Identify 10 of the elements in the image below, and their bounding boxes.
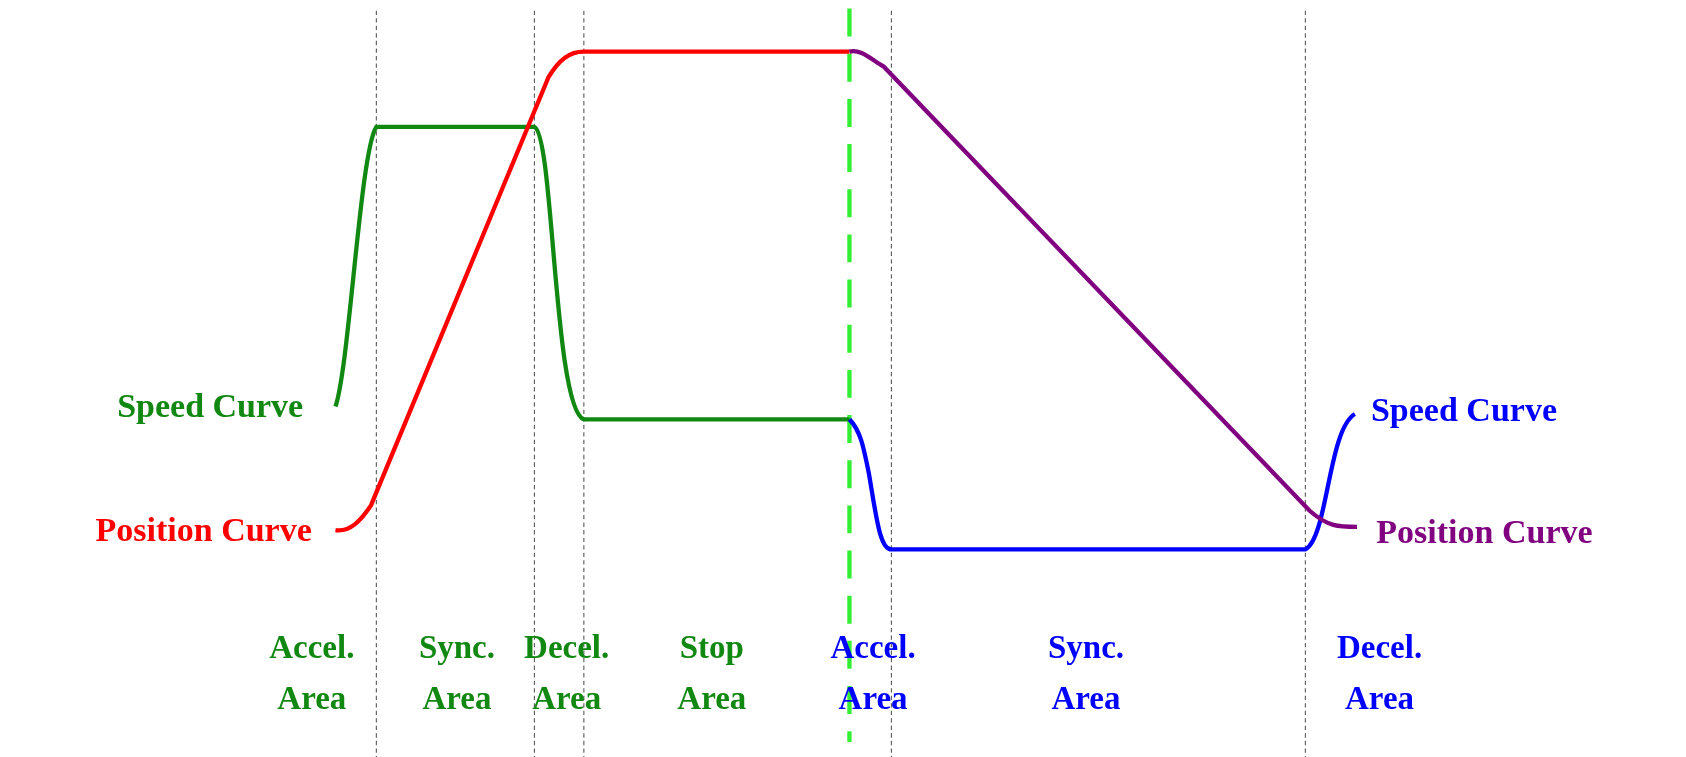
curve-label: Speed Curve xyxy=(117,386,304,427)
area-label: Stop Area xyxy=(676,627,748,719)
area-label: Decel. Area xyxy=(523,627,611,719)
area-label: Sync. Area xyxy=(1046,627,1126,719)
curve-label: Position Curve xyxy=(1376,511,1593,552)
area-label: Accel. Area xyxy=(268,627,356,719)
area-label: Decel. Area xyxy=(1335,627,1424,719)
curve-label: Speed Curve xyxy=(1370,389,1557,430)
area-label: Sync. Area xyxy=(417,627,496,719)
curve-label: Position Curve xyxy=(95,509,312,550)
